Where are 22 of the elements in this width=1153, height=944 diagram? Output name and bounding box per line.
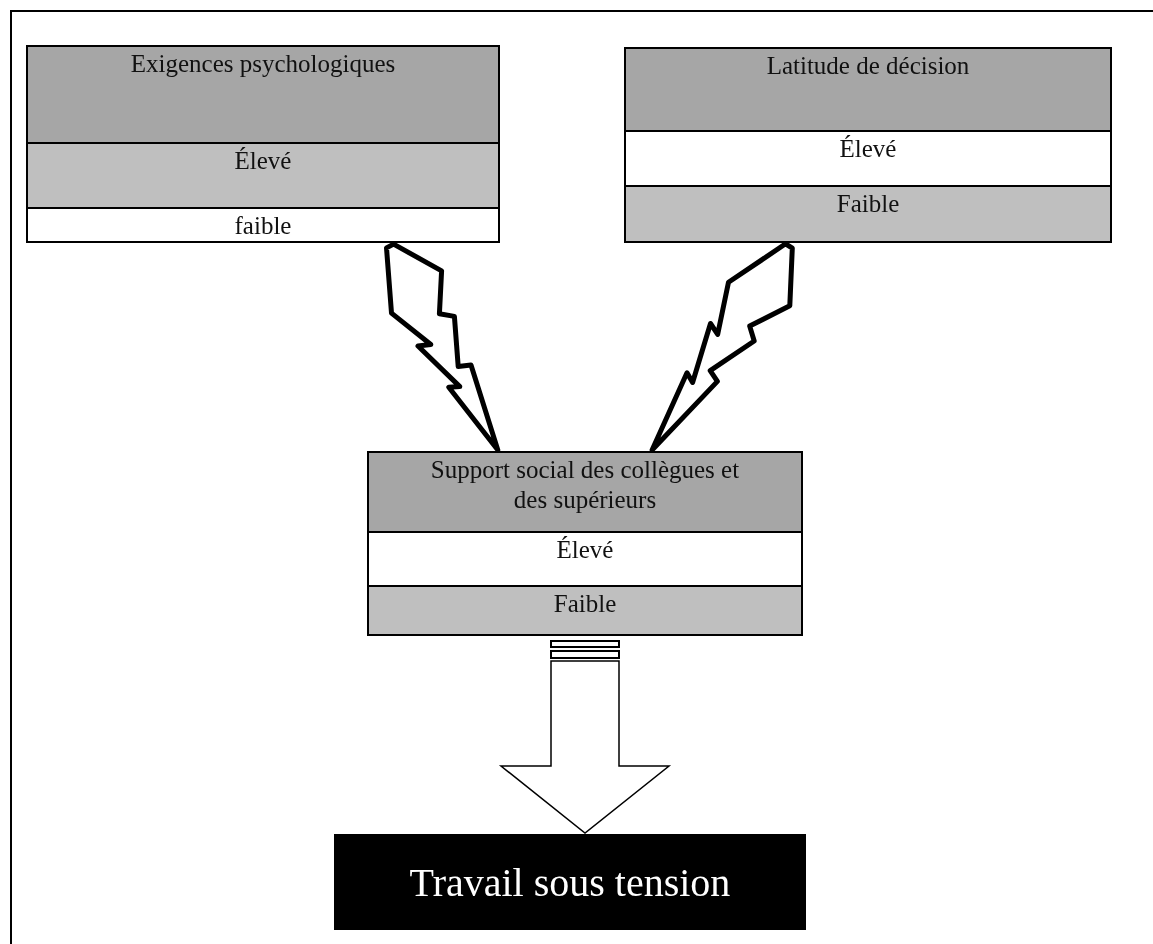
table-row — [369, 531, 801, 585]
box-text: Support social des collègues et des supérieurs — [429, 455, 741, 515]
box-text: Exigences psychologiques — [129, 49, 397, 79]
box-text: Travail sous tension — [408, 859, 732, 907]
box-text: faible — [233, 211, 293, 241]
table-row — [369, 585, 801, 634]
result-box — [334, 834, 806, 930]
box-text: Élevé — [555, 535, 615, 565]
table-row — [28, 142, 498, 207]
box-text: Élevé — [838, 134, 898, 164]
factor-table — [367, 451, 803, 636]
box-text: Faible — [835, 189, 901, 219]
table-row — [626, 185, 1110, 241]
table-row — [28, 207, 498, 241]
box-text: Élevé — [233, 146, 293, 176]
factor-table — [26, 45, 500, 243]
lightning-bolt-arrow — [649, 241, 795, 453]
box-text: Latitude de décision — [765, 51, 971, 81]
box-text: Faible — [552, 589, 618, 619]
factor-table — [624, 47, 1112, 243]
table-row — [626, 130, 1110, 185]
lightning-bolt-arrow — [384, 241, 501, 453]
